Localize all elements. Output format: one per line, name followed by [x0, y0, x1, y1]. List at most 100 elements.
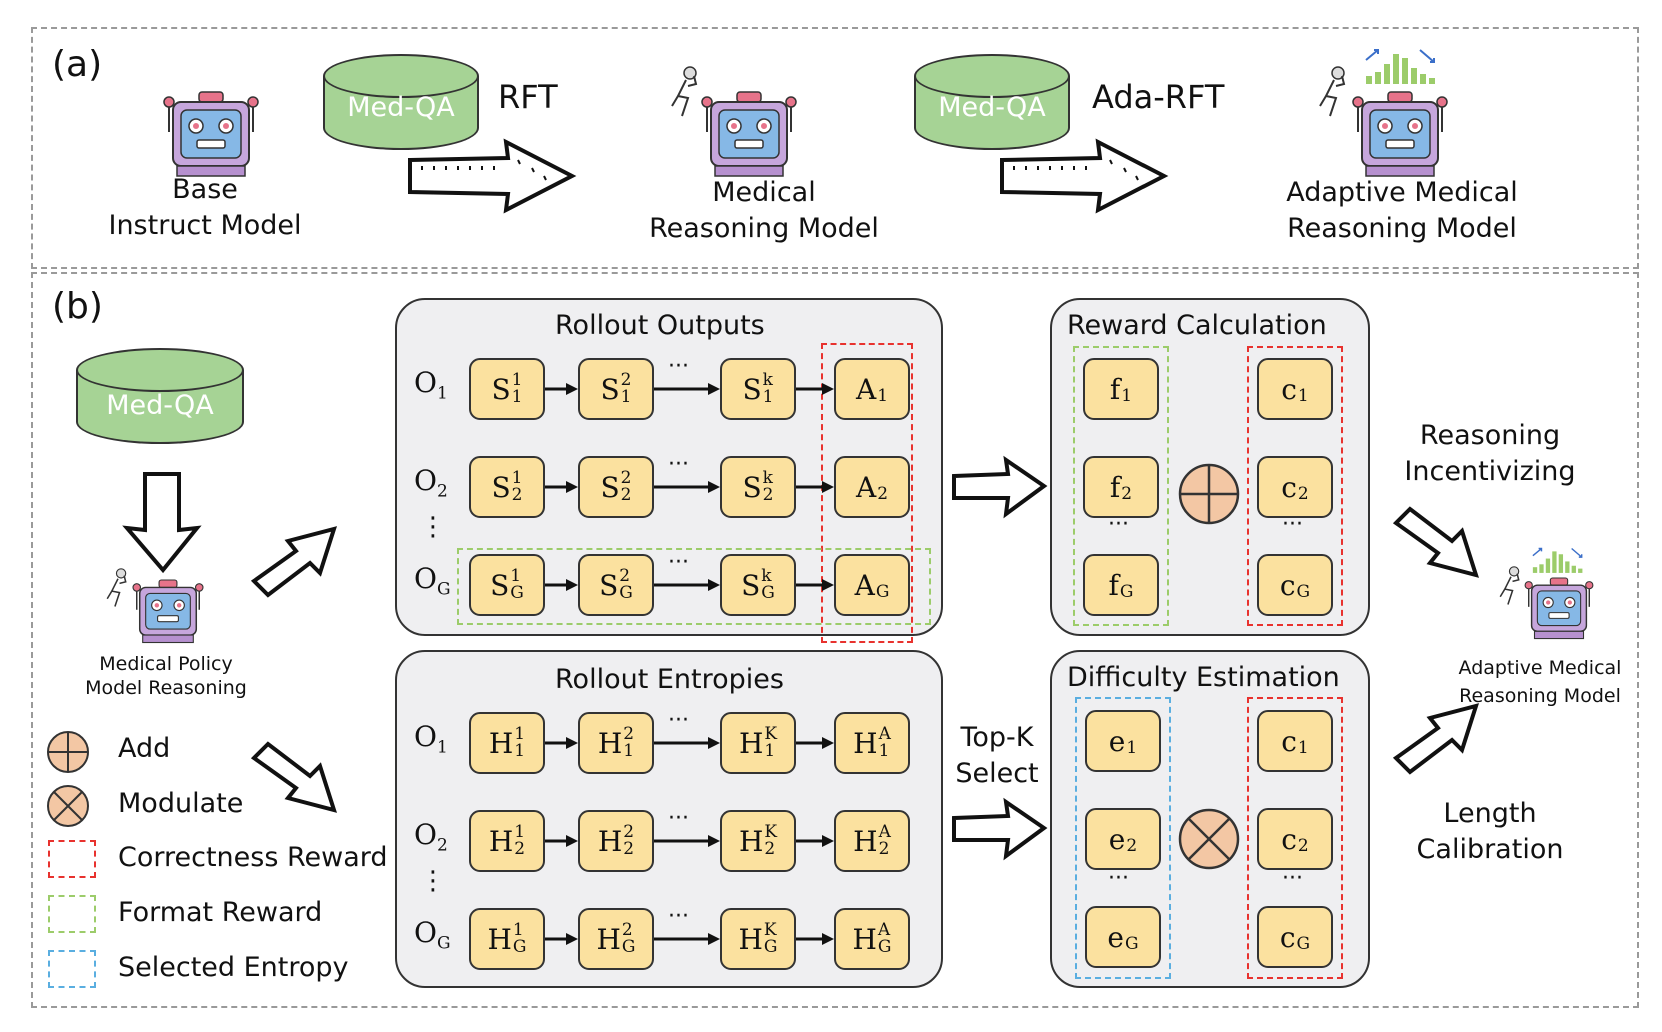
- modulate-operator-icon: [47, 785, 89, 827]
- selected-entropy-frame: [1075, 697, 1171, 979]
- arrow-connector: [654, 383, 720, 395]
- right-arrow-icon: [408, 138, 577, 214]
- robot-icon: [1524, 577, 1594, 640]
- bar-chart-icon: [1532, 547, 1583, 573]
- arrow-connector: [654, 579, 720, 591]
- arrow-connector: [545, 835, 578, 847]
- ellipsis: ···: [668, 354, 689, 379]
- correctness-frame-difficulty: [1247, 697, 1343, 979]
- legend-green-swatch: [48, 895, 96, 933]
- format-reward-frame: [1073, 346, 1169, 626]
- legend-correctness: Correctness Reward: [118, 842, 388, 873]
- med-qa-database: Med-QA: [323, 54, 479, 150]
- thinker-icon: [1319, 66, 1346, 117]
- robot-icon: [163, 91, 259, 177]
- modulate-operator-icon: [1178, 808, 1240, 870]
- ellipsis: ···: [668, 550, 689, 575]
- down-arrow-icon: [122, 472, 202, 574]
- policy-model-caption: Medical Policy Model Reasoning: [85, 653, 247, 699]
- legend-entropy: Selected Entropy: [118, 952, 349, 983]
- arrow-connector: [654, 481, 720, 493]
- arrow-connector: [545, 481, 578, 493]
- row-label: O1: [414, 366, 448, 404]
- base-model-caption: Base Instruct Model: [108, 174, 302, 241]
- legend-red-swatch: [48, 840, 96, 878]
- med-qa-database: Med-QA: [914, 54, 1070, 150]
- arrow-connector: [796, 933, 834, 945]
- panel-a: [31, 27, 1639, 269]
- arrow-connector: [545, 579, 578, 591]
- rollout-entropies-title: Rollout Entropies: [555, 664, 784, 695]
- top-k-select-label: Top-K Select: [955, 722, 1039, 789]
- legend-format: Format Reward: [118, 897, 323, 928]
- panel-b: [31, 272, 1639, 1008]
- ellipsis: ···: [1282, 512, 1303, 537]
- add-operator-icon: [1178, 463, 1240, 525]
- arrow-connector: [654, 933, 720, 945]
- arrow-connector: [654, 835, 720, 847]
- ada-rft-label: Ada-RFT: [1092, 78, 1225, 116]
- med-qa-database: Med-QA: [76, 348, 244, 444]
- correctness-reward-frame: [1247, 346, 1343, 626]
- thinker-icon: [671, 66, 698, 117]
- arrow-connector: [654, 737, 720, 749]
- arrow-connector: [545, 933, 578, 945]
- row-label: O2: [414, 818, 448, 856]
- add-operator-icon: [47, 731, 89, 773]
- row-label: OG: [414, 916, 451, 954]
- arrow-connector: [545, 383, 578, 395]
- ellipsis: ···: [668, 806, 689, 831]
- arrow-connector: [796, 737, 834, 749]
- robot-icon: [701, 91, 797, 177]
- bar-chart-icon: [1365, 49, 1435, 84]
- reasoning-incentivizing-label: Reasoning Incentivizing: [1404, 420, 1576, 487]
- robot-icon: [1352, 91, 1448, 177]
- down-right-arrow-icon: [250, 741, 338, 813]
- ellipsis: ···: [668, 904, 689, 929]
- rollout-outputs-title: Rollout Outputs: [555, 310, 765, 341]
- reasoning-model-caption: Medical Reasoning Model: [649, 177, 879, 244]
- row-label: OG: [414, 562, 451, 600]
- arrow-connector: [796, 579, 834, 591]
- rft-label: RFT: [498, 78, 558, 116]
- adaptive-model-small-caption: Adaptive Medical Reasoning Model: [1458, 657, 1622, 707]
- length-calibration-label: Length Calibration: [1416, 798, 1564, 865]
- thinker-icon: [1499, 566, 1520, 605]
- ellipsis: ···: [1108, 512, 1129, 537]
- row-label: O1: [414, 720, 448, 758]
- thinker-icon: [106, 568, 127, 607]
- down-right-arrow-icon: [1392, 506, 1480, 578]
- right-arrow-icon: [952, 455, 1048, 519]
- ellipsis: ···: [1108, 866, 1129, 891]
- panel-a-label: (a): [52, 44, 103, 85]
- difficulty-estimation-title: Difficulty Estimation: [1067, 662, 1340, 693]
- up-right-arrow-icon: [250, 526, 338, 598]
